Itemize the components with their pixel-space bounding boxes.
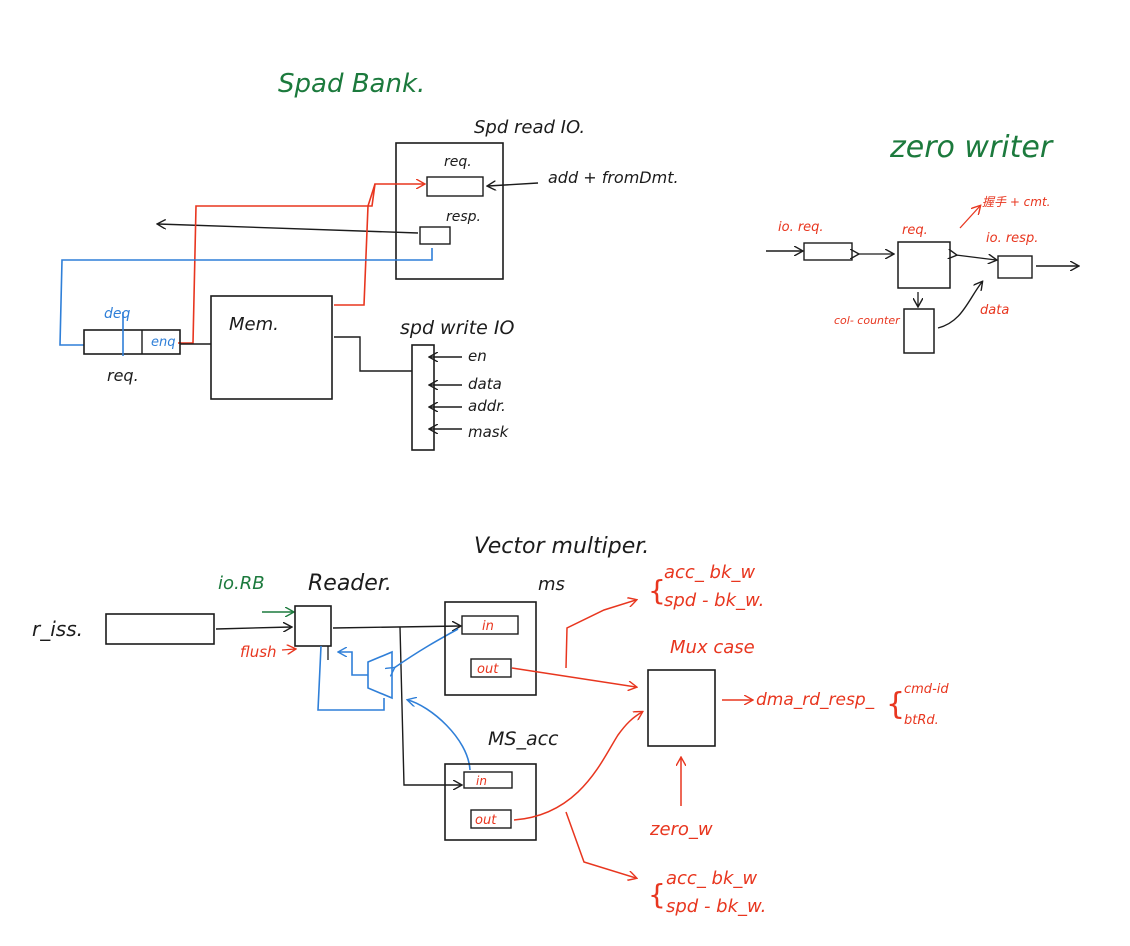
zw-req-label: req. — [902, 223, 928, 238]
write-signal-en: en — [468, 347, 487, 365]
red-mem-path — [334, 183, 376, 306]
r-iss-label: r_iss. — [32, 617, 83, 641]
mem-box — [210, 295, 333, 400]
write-signal-mask: mask — [468, 423, 510, 441]
ms-acc-out-port — [470, 809, 512, 829]
ms-out-port — [470, 658, 512, 678]
ms-targets-brace: { — [648, 574, 666, 607]
zw-col-counter-label: col- counter — [834, 314, 901, 327]
ms-acc-label: MS_acc — [488, 728, 559, 750]
reader-box — [294, 605, 332, 647]
mem-label: Mem. — [229, 314, 279, 335]
ms-acc-to-mux-path — [513, 712, 642, 821]
ms-in-port — [461, 615, 519, 635]
ms-acc-in-label: in — [476, 774, 487, 788]
req-queue-box — [83, 329, 181, 355]
red-req-path — [178, 184, 424, 344]
zw-cmd-arrow — [959, 206, 980, 229]
reader-to-ms-line — [332, 626, 460, 628]
ms-acc-in-port — [463, 771, 513, 789]
flush-label: flush — [240, 643, 277, 661]
dma-field-cmd-id: cmd-id — [904, 682, 949, 697]
ms-acc-targets-brace: { — [648, 878, 666, 911]
queue-deq-label: deq — [104, 306, 131, 322]
ms-target-acc: acc_ bk_w — [664, 562, 755, 583]
zw-data-path — [937, 282, 982, 329]
queue-req-label: req. — [107, 366, 139, 385]
vm-title: Vector multiper. — [474, 534, 649, 559]
ms-in-label: in — [482, 619, 494, 634]
addr-input-label: add + fromDmt. — [548, 168, 679, 187]
dma-field-btrd: btRd. — [904, 713, 939, 728]
spad-bank-section: Spad Bank. Spd read IO. req. resp. add +… — [59, 69, 679, 451]
zero-writer-section: zero writer io. req. req. 握手 + cmt. io. … — [766, 130, 1078, 354]
zw-io-resp-label: io. resp. — [986, 231, 1038, 246]
read-io-resp-register — [419, 226, 451, 245]
write-signal-data: data — [468, 375, 502, 393]
zw-link-2 — [956, 255, 996, 260]
ms-to-mux-path — [511, 667, 636, 687]
mux-case-label: Mux case — [670, 637, 755, 658]
zw-io-req-label: io. req. — [778, 220, 824, 235]
blue-mux-out — [339, 652, 368, 676]
ms-acc-to-targets-path — [565, 811, 636, 878]
read-io-title: Spd read IO. — [474, 117, 585, 138]
write-io-bus — [411, 344, 435, 451]
queue-enq-label: enq — [151, 335, 176, 350]
ms-acc-out-label: out — [475, 813, 497, 828]
zero-writer-title: zero writer — [889, 130, 1054, 165]
read-io-box — [395, 142, 504, 280]
r-iss-box — [105, 613, 215, 645]
ms-acc-box — [444, 763, 537, 841]
dma-resp-label: dma_rd_resp_ — [756, 690, 875, 710]
zw-req-box — [897, 241, 951, 289]
write-signal-addr: addr. — [468, 397, 506, 415]
read-io-req-label: req. — [444, 154, 472, 170]
addr-input-arrow — [488, 183, 539, 186]
zw-col-counter-box — [903, 308, 935, 354]
blue-feedback-path — [317, 645, 385, 711]
zw-data-label: data — [980, 303, 1009, 318]
mux-case-box — [647, 669, 716, 747]
reader-label: Reader. — [308, 571, 392, 596]
blue-resp-path — [59, 248, 433, 346]
ms-label: ms — [538, 574, 565, 595]
io-rb-label: io.RB — [218, 573, 265, 594]
blue-ms-acc-feedback — [408, 700, 471, 771]
zw-out-register — [997, 255, 1033, 279]
read-io-req-register — [426, 176, 484, 197]
ms-target-spd: spd - bk_w. — [664, 590, 764, 611]
zw-cmd-label: 握手 + cmt. — [982, 195, 1051, 209]
ms-acc-target-acc: acc_ bk_w — [666, 868, 757, 889]
zero-w-label: zero_w — [649, 819, 713, 840]
blue-ms-in-feedback — [394, 628, 459, 668]
reader-to-ms-acc-line — [399, 626, 461, 785]
ms-acc-target-spd: spd - bk_w. — [666, 896, 766, 917]
blue-mux — [367, 650, 393, 700]
resp-out-arrow — [158, 224, 419, 234]
flush-arrow — [281, 649, 295, 650]
mem-to-write-io-line — [334, 336, 412, 372]
write-io-title: spd write IO — [400, 317, 514, 339]
zw-in-register — [803, 242, 853, 261]
r-iss-to-reader — [215, 627, 291, 629]
ms-to-targets-path — [565, 600, 636, 669]
ms-box — [444, 601, 537, 696]
ms-out-label: out — [477, 662, 499, 677]
vector-multipier-section: Vector multiper. r_iss. io.RB Reader. fl… — [32, 534, 949, 917]
read-io-resp-label: resp. — [446, 209, 481, 225]
spad-bank-title: Spad Bank. — [278, 69, 425, 99]
dma-brace: { — [886, 687, 905, 722]
